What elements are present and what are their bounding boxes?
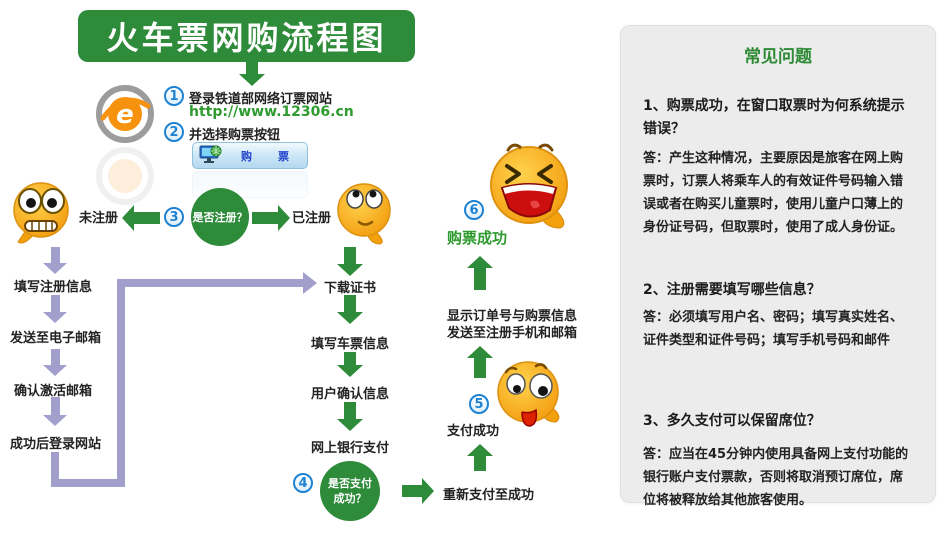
connector-line [117,279,303,287]
website-url-link[interactable]: http://www.12306.cn [189,104,354,120]
arrow-up-icon [467,444,493,471]
faq-question-2: 2、注册需要填写哪些信息？ [643,282,821,298]
flow-step-repay: 重新支付至成功 [443,488,535,503]
step-1-label: 登录铁道部网络订票网站 [189,92,333,107]
page-title: 火车票网购流程图 [78,10,415,62]
arrow-right-icon [402,478,434,504]
branch-registered-label: 已注册 [292,211,332,226]
faq-header: 常见问题 [744,47,812,67]
arrow-down-icon [337,402,363,431]
step-2-label: 并选择购票按钮 [189,128,281,143]
step-5-number: 5 [469,394,489,414]
worried-emoticon [13,182,69,244]
connector-line [51,479,125,487]
step-4-number: 4 [293,473,313,493]
decision-registered: 是否注册？ [191,188,249,246]
laughing-emoticon [490,143,568,229]
decision-payment: 是否支付 成功？ [320,461,380,521]
ie-browser-icon-reflection [96,147,154,205]
branch-unregistered-label: 未注册 [79,211,119,226]
flow-step-purchase-success: 购票成功 [447,229,508,247]
step-1-number: 1 [164,86,184,106]
connector-line [51,452,59,487]
arrow-up-icon [467,256,493,290]
svg-text:e: e [116,100,134,130]
flow-step-fill-ticket-info: 填写车票信息 [311,337,390,352]
flow-step-activate-email: 确认激活邮箱 [14,384,93,399]
flow-step-online-bank-pay: 网上银行支付 [311,441,390,456]
monitor-globe-icon [199,145,222,163]
flow-step-fill-registration: 填写注册信息 [14,280,93,295]
flow-step-pay-success: 支付成功 [447,424,500,439]
flow-step-login-after-success: 成功后登录网站 [10,437,102,452]
step-6-number: 6 [464,200,484,220]
arrow-down-icon [238,62,266,86]
flow-step-order-info-line1: 显示订单号与购票信息 [447,309,578,324]
decision-payment-line1: 是否支付 [328,477,372,490]
faq-answer-1: 答：产生这种情况，主要原因是旅客在网上购票时，订票人将乘车人的有效证件号码输入错… [643,151,904,235]
buy-char-1: 购 [241,149,252,163]
faq-panel: 常见问题 1、购票成功，在窗口取票时为何系统提示错误？ 答：产生这种情况，主要原… [620,25,936,508]
connector-arrowhead-icon [303,272,317,294]
ie-browser-icon: e [96,85,154,143]
arrow-up-icon [467,346,493,378]
connector-line [117,279,125,487]
faq-answer-2: 答：必须填写用户名、密码；填写真实姓名、证件类型和证件号码；填写手机号码和邮件 [643,310,904,348]
step-2-number: 2 [164,122,184,142]
faq-question-3: 3、多久支付可以保留席位？ [643,413,821,429]
flow-step-order-info-line2: 发送至注册手机和邮箱 [447,326,578,341]
flow-step-download-certificate: 下载证书 [324,281,377,296]
flow-step-send-email: 发送至电子邮箱 [10,331,102,346]
arrow-down-icon [337,352,363,377]
arrow-down-icon [337,295,363,324]
flow-step-user-confirm: 用户确认信息 [311,387,390,402]
step-3-number: 3 [164,207,184,227]
faq-question-1: 1、购票成功，在窗口取票时为何系统提示错误？ [643,98,905,137]
arrow-down-icon [43,247,67,274]
arrow-down-icon [43,295,67,323]
arrow-down-icon [337,247,363,276]
tongue-out-emoticon [497,361,560,427]
registered-emoticon [337,183,391,245]
buy-char-2: 票 [278,149,289,163]
arrow-left-icon [122,205,160,231]
arrow-down-icon [43,397,67,426]
faq-answer-3: 答：应当在45分钟内使用具备网上支付功能的银行账户支付票款，否则将取消预订席位，… [643,447,909,508]
arrow-right-icon [252,205,290,231]
arrow-down-icon [43,349,67,376]
buy-ticket-button[interactable]: 购 票 [192,142,308,169]
decision-payment-line2: 成功？ [333,492,367,505]
decision-registered-label: 是否注册？ [192,210,248,224]
